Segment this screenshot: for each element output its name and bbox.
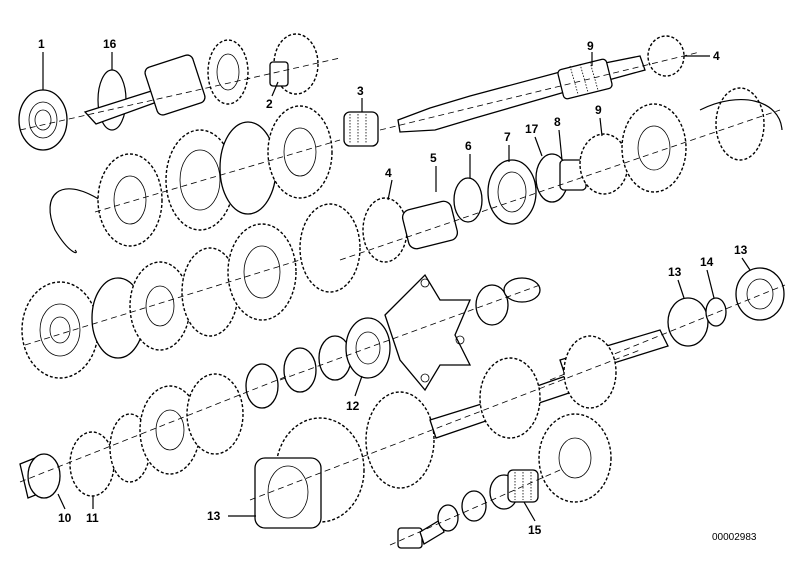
callout-10: 10	[58, 511, 72, 525]
callout-5: 5	[430, 151, 437, 165]
lock-washer	[503, 277, 541, 303]
hex-bolt	[397, 527, 423, 549]
thrust-washer-lower-a	[283, 347, 317, 393]
callout-12: 12	[346, 399, 360, 413]
callout-4-middle: 4	[385, 166, 392, 180]
gear-sleeve-part-13	[254, 457, 322, 529]
snap-ring	[49, 188, 101, 254]
callout-7: 7	[504, 130, 511, 144]
countershaft-gear-medium	[365, 391, 435, 489]
synchro-assembly-upper	[49, 105, 341, 254]
needle-bearing-part-2	[269, 61, 289, 87]
callout-11: 11	[86, 511, 99, 525]
callout-9-top: 9	[587, 39, 594, 53]
needle-bearing-part-4-middle	[362, 197, 408, 263]
ball-bearing-part-1	[18, 89, 68, 151]
washer-bottom-b	[461, 490, 487, 522]
bearing-part-13-upper	[667, 297, 709, 347]
reverse-gear	[21, 281, 99, 379]
leader-lines	[42, 52, 751, 522]
callout-2: 2	[266, 97, 273, 111]
needle-bearing-part-3	[343, 111, 379, 147]
retaining-clip	[699, 99, 783, 131]
reverse-idler-gear	[538, 413, 612, 503]
callout-labels: 1 16 2 3 4 9 4 5 6 7 17 8 9 13 14 13 12 …	[38, 37, 757, 543]
callout-15: 15	[528, 523, 542, 537]
lower-gear-cluster	[21, 223, 301, 379]
callout-14: 14	[700, 255, 714, 269]
fifth-gear	[186, 373, 244, 455]
callout-1: 1	[38, 37, 45, 51]
needle-bearing-part-4-top	[647, 35, 685, 77]
first-gear	[621, 103, 687, 193]
callout-3: 3	[357, 84, 364, 98]
thrust-washer-part-6	[453, 177, 483, 223]
collar-nut	[475, 284, 509, 326]
spacer-part-14	[705, 297, 727, 327]
countershaft-lower	[19, 335, 641, 549]
callout-6: 6	[465, 139, 472, 153]
callout-13-lower: 13	[207, 509, 221, 523]
output-flange-group	[279, 273, 541, 393]
callout-8: 8	[554, 115, 561, 129]
bolt-shank	[419, 519, 445, 545]
main-shaft-assembly	[343, 35, 701, 147]
countershaft-gear-front	[563, 335, 617, 409]
needle-bearing-part-7	[487, 159, 537, 225]
countershaft-gear-small	[479, 357, 541, 439]
input-shaft-assembly	[18, 33, 341, 151]
needle-bearing-part-11	[69, 431, 115, 497]
callout-4-top: 4	[713, 49, 720, 63]
drawing-code: 00002983	[712, 532, 757, 543]
second-gear	[227, 223, 297, 321]
callout-13-right: 13	[734, 243, 748, 257]
needle-bearing-part-9	[579, 133, 629, 195]
synchro-ring-upper	[219, 121, 277, 215]
callout-13-upper: 13	[668, 265, 682, 279]
callout-17: 17	[525, 122, 539, 136]
synchro-hub-lower	[129, 261, 191, 351]
output-flange	[384, 273, 472, 392]
synchro-hub	[97, 153, 163, 247]
washer-bottom-a	[437, 504, 459, 532]
callout-9-middle: 9	[595, 103, 602, 117]
spacer-sleeve-part-5	[401, 200, 459, 250]
roller-bearing-part-13	[735, 267, 785, 321]
main-shaft-second-row	[299, 87, 783, 293]
third-gear	[299, 203, 361, 293]
input-shaft-gear	[207, 39, 249, 105]
callout-16: 16	[103, 37, 117, 51]
countershaft-upper	[549, 267, 786, 381]
